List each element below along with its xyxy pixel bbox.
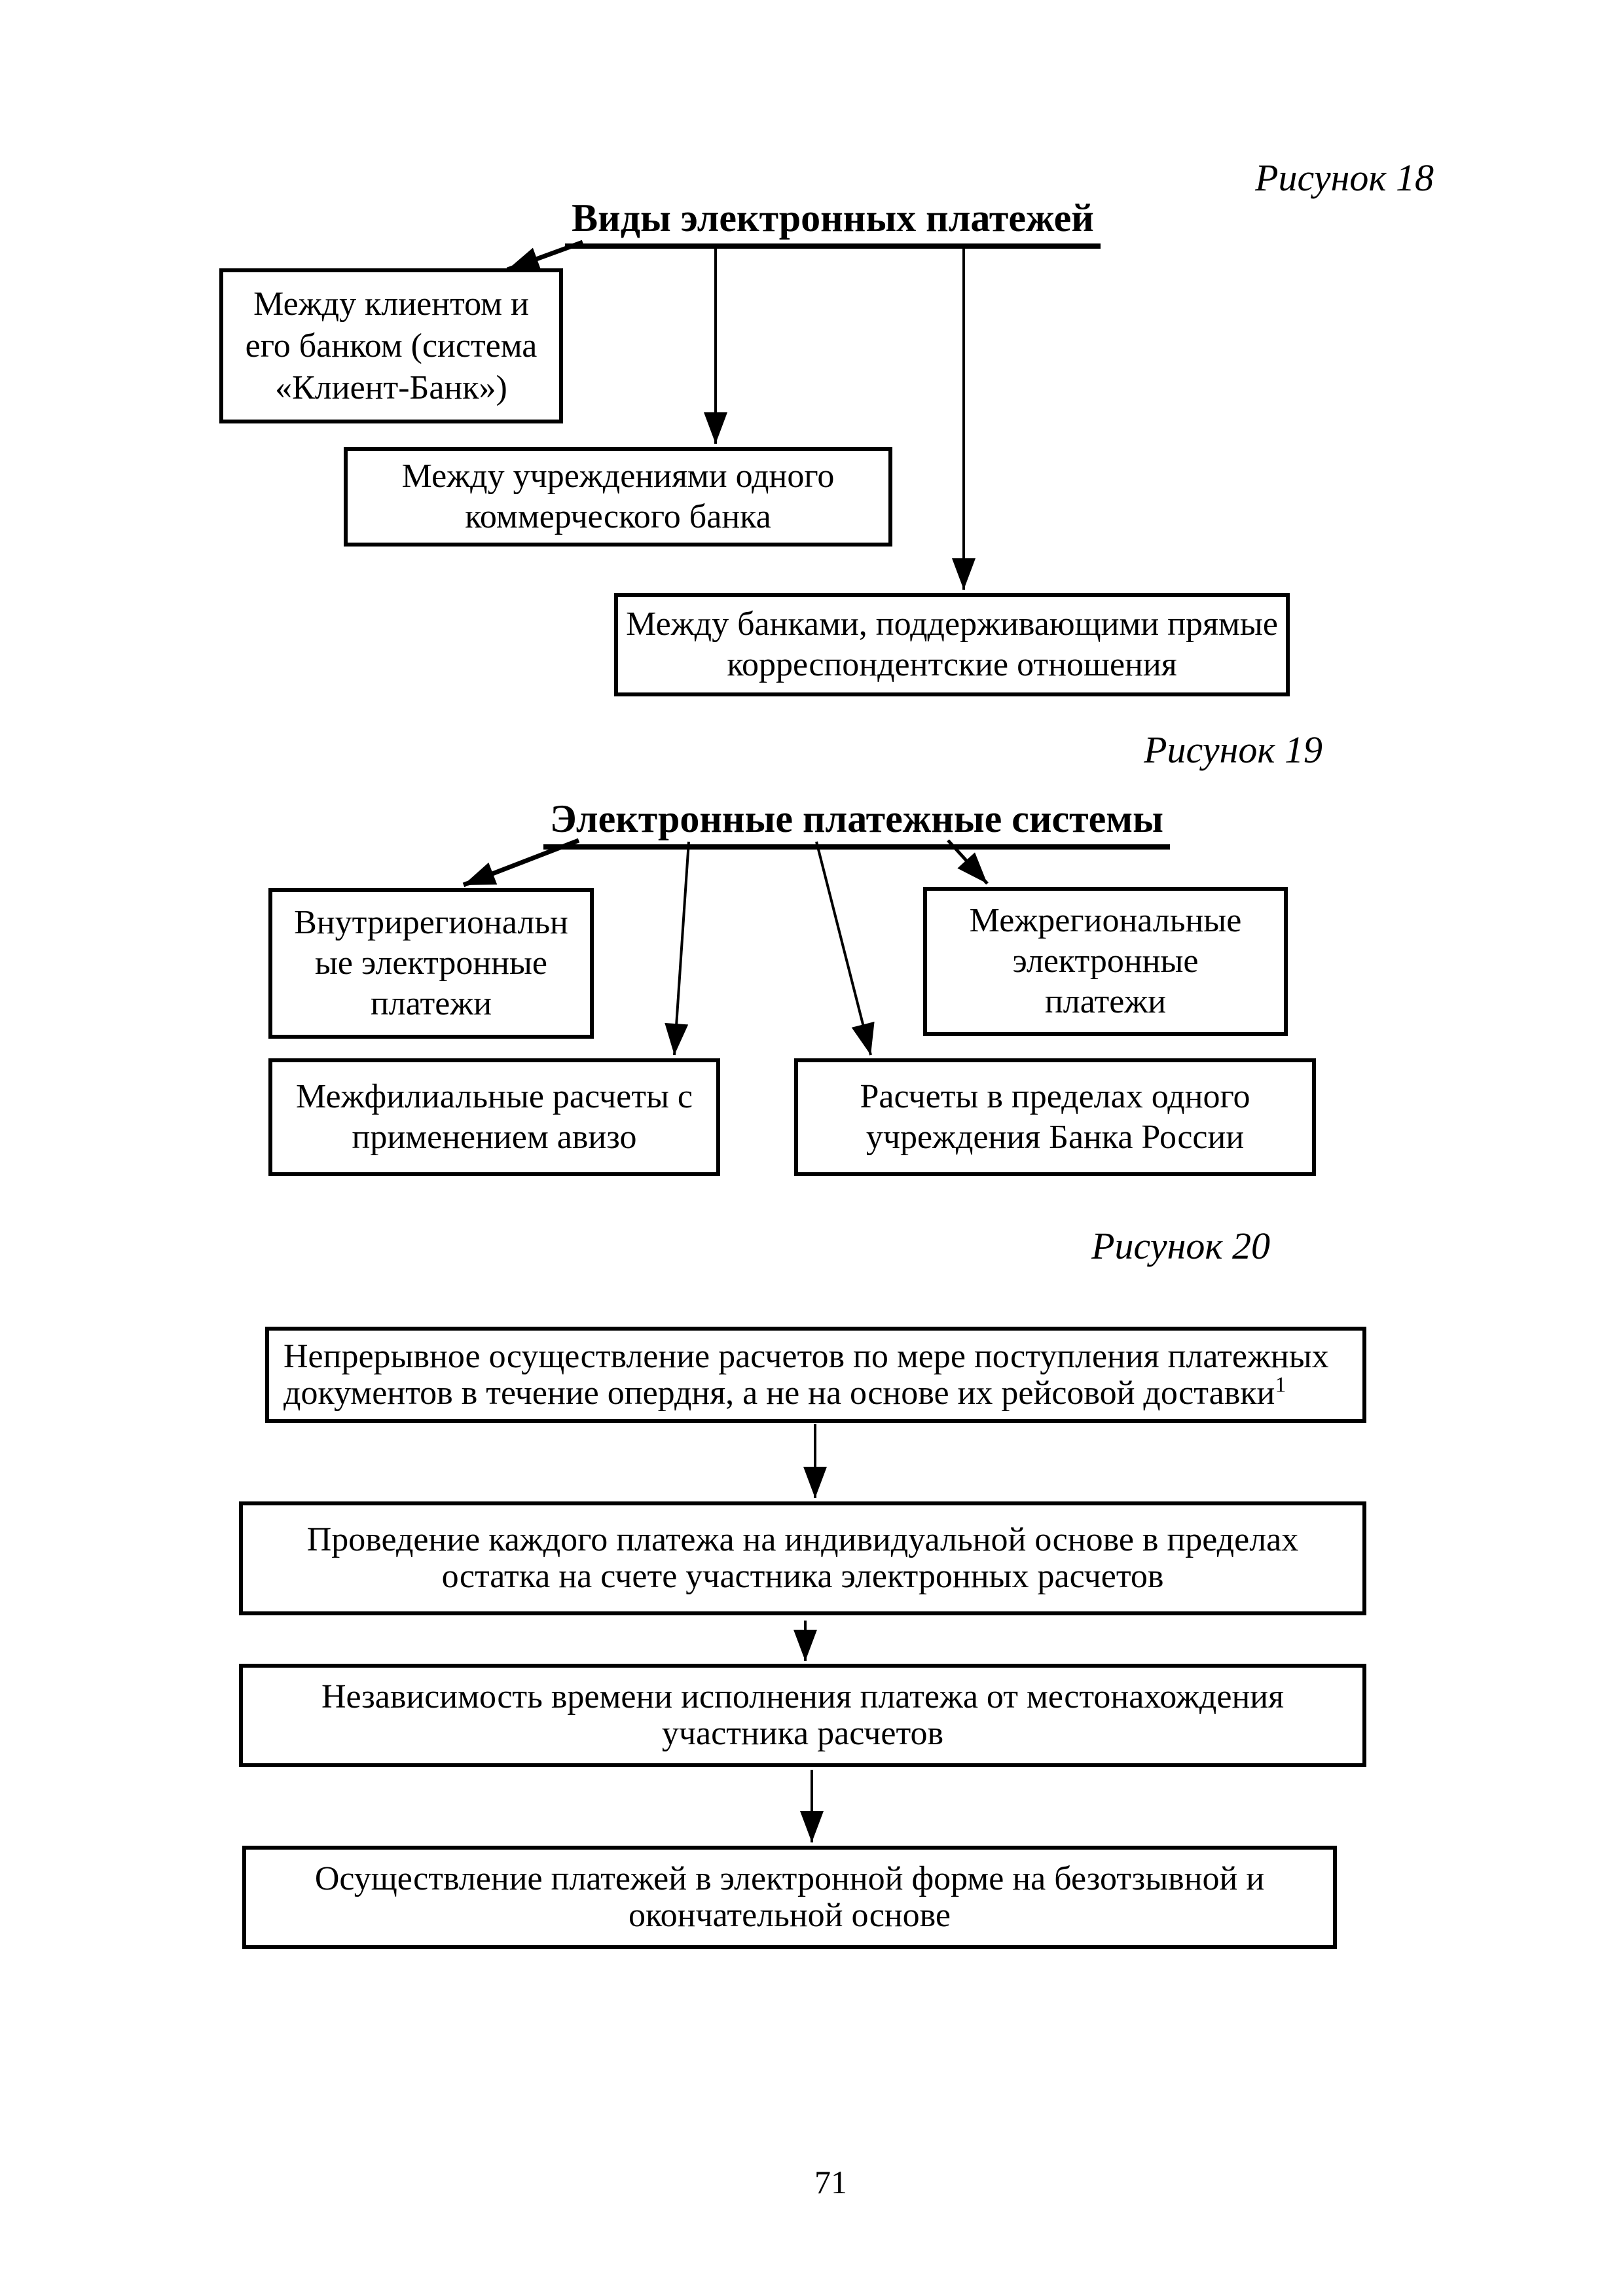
figure20-box-continuous-settlement: Непрерывное осуществление расчетов по ме…	[265, 1327, 1366, 1423]
box-text-line: участника расчетов	[661, 1715, 944, 1752]
figure19-box-intraregional: Внутрирегиональн ые электронные платежи	[268, 888, 594, 1039]
box-text-line: ые электронные	[314, 944, 548, 982]
box-text-line: Проведение каждого платежа на индивидуал…	[306, 1521, 1299, 1558]
box-text-line: Независимость времени исполнения платежа…	[321, 1678, 1285, 1715]
figure19-title: Электронные платежные системы	[543, 797, 1170, 850]
figure19-box-bank-of-russia: Расчеты в пределах одного учреждения Бан…	[794, 1058, 1316, 1176]
box-text-line-part: документов в течение опердня, а не на ос…	[283, 1374, 1275, 1412]
box-text-line: окончательной основе	[629, 1897, 951, 1934]
figure19-title-text: Электронные платежные системы	[543, 797, 1170, 850]
box-text-line: учреждения Банка России	[866, 1119, 1245, 1156]
footnote-marker: 1	[1275, 1372, 1286, 1397]
figure19-box-interregional: Межрегиональные электронные платежи	[923, 887, 1288, 1036]
box-text-line: его банком (система	[245, 327, 538, 365]
fig19-arrow-to-interbranch-box	[665, 841, 690, 1056]
box-text-line: коммерческого банка	[465, 498, 771, 535]
box-text-line: электронные	[1012, 942, 1199, 980]
figure18-box-correspondent-banks: Между банками, поддерживающими прямые ко…	[614, 593, 1290, 696]
figure18-box-same-bank-institutions: Между учреждениями одного коммерческого …	[344, 447, 892, 547]
figure18-box-client-bank: Между клиентом и его банком (система «Кл…	[219, 268, 563, 423]
box-text-line: Межфилиальные расчеты с	[296, 1078, 693, 1115]
box-text-line: остатка на счете участника электронных р…	[441, 1558, 1164, 1595]
box-text-line: Внутрирегиональн	[294, 904, 568, 941]
box-text-line: платежи	[370, 985, 492, 1022]
box-text-line: платежи	[1044, 983, 1167, 1020]
figure19-caption: Рисунок 19	[1144, 728, 1322, 771]
figure18-caption: Рисунок 18	[1255, 156, 1434, 199]
box-text-line: Между банками, поддерживающими прямые	[626, 605, 1278, 643]
box-text-line: Межрегиональные	[969, 902, 1242, 939]
box-text-line: Непрерывное осуществление расчетов по ме…	[283, 1337, 1329, 1375]
box-text-line: Между клиентом и	[253, 285, 529, 323]
figure19-box-interbranch-avizo: Межфилиальные расчеты с применением авиз…	[268, 1058, 720, 1176]
fig19-arrow-to-bank-of-russia-box	[815, 841, 875, 1056]
box-text-line: корреспондентские отношения	[727, 646, 1177, 683]
box-text-line: «Клиент-Банк»)	[275, 368, 507, 406]
figure18-title: Виды электронных платежей	[538, 196, 1127, 249]
box-text-line: Между учреждениями одного	[401, 457, 835, 495]
figure20-box-time-independence: Независимость времени исполнения платежа…	[239, 1664, 1366, 1767]
figure20-caption: Рисунок 20	[1091, 1225, 1270, 1267]
figure20-box-irrevocable-final: Осуществление платежей в электронной фор…	[242, 1846, 1337, 1949]
figure18-title-text: Виды электронных платежей	[565, 196, 1101, 249]
page-number: 71	[814, 2164, 847, 2200]
box-text-line: применением авизо	[352, 1119, 637, 1156]
figure20-box-individual-basis: Проведение каждого платежа на индивидуал…	[239, 1501, 1366, 1615]
box-text-line: Расчеты в пределах одного	[860, 1078, 1250, 1115]
box-text-line: Осуществление платежей в электронной фор…	[314, 1860, 1265, 1897]
box-text-line: документов в течение опердня, а не на ос…	[283, 1372, 1286, 1412]
